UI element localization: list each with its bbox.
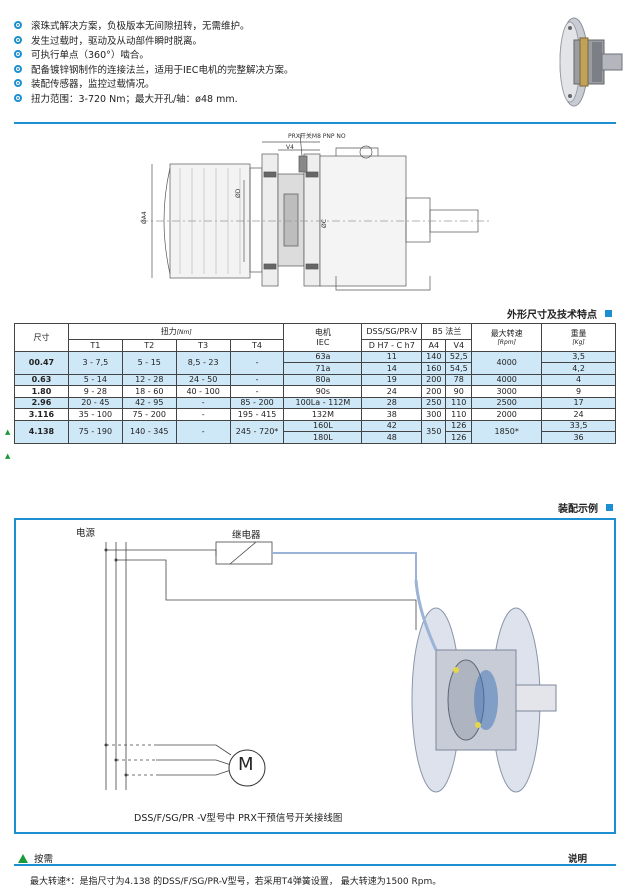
header-weight: 重量[Kg] <box>541 323 616 352</box>
header-b5: B5 法兰 <box>421 323 473 340</box>
header-size: 尺寸 <box>14 323 69 352</box>
bullet-icon <box>14 79 22 88</box>
header-max-speed: 最大转速[Rpm] <box>471 323 543 352</box>
header-dss-sub: D H7 - C h7 <box>361 339 423 352</box>
table-row: 3.116 35 - 100 75 - 200 - 195 - 415 132M… <box>14 408 616 421</box>
bullet-icon <box>14 35 22 44</box>
bullet-icon <box>14 50 22 59</box>
feature-list: 滚珠式解决方案，负极版本无间隙扭转，无需维护。 发生过载时，驱动及从动部件瞬时脱… <box>14 18 514 105</box>
a4-dimension-label: ØA4 <box>141 211 148 224</box>
header-t4: T4 <box>229 339 285 352</box>
wiring-caption: DSS/F/SG/PR -V型号中 PRX干预信号开关接线图 <box>134 813 343 824</box>
motor-label: M <box>238 754 254 775</box>
feature-item: 装配传感器，监控过载情况。 <box>14 76 514 91</box>
header-v4: V4 <box>445 339 473 352</box>
bullet-icon <box>14 64 22 73</box>
table-section-title: 外形尺寸及技术特点 <box>507 306 612 321</box>
table-row: 00.47 3 - 7,5 5 - 15 8,5 - 23 - 63a 11 1… <box>14 350 616 375</box>
coupling-illustration <box>411 579 557 793</box>
feature-item: 扭力范围：3-720 Nm；最大开孔/轴：ø48 mm. <box>14 91 514 106</box>
on-demand-marker-icon: ▲ <box>5 428 11 436</box>
top-divider <box>14 122 616 124</box>
relay-label: 继电器 <box>232 530 261 541</box>
on-demand-legend: 按需 <box>18 851 53 865</box>
c-dimension-label: ØC <box>321 219 328 228</box>
table-row: 180L 48 126 36 <box>14 431 616 444</box>
power-label: 电源 <box>76 528 96 539</box>
assembly-section-title: 装配示例 <box>558 500 613 515</box>
header-torque: 扭力[Nm] <box>67 323 285 340</box>
table-row: 0.63 5 - 14 12 - 28 24 - 50 - 80a 19 200… <box>14 373 616 386</box>
header-a4: A4 <box>421 339 447 352</box>
header-t1: T1 <box>67 339 123 352</box>
max-speed-footnote: 最大转速*：是指尺寸为4.138 的DSS/F/SG/PR-V型号，若采用T4弹… <box>30 877 442 887</box>
on-demand-marker-icon: ▲ <box>5 452 11 460</box>
feature-item: 滚珠式解决方案，负极版本无间隙扭转，无需维护。 <box>14 18 514 33</box>
v4-dimension-label: V4 <box>286 144 294 151</box>
footer-divider <box>14 864 616 866</box>
motor-symbol-icon <box>228 749 266 787</box>
section-square-icon <box>606 504 613 511</box>
bullet-icon <box>14 21 22 30</box>
wiring-schematic <box>104 541 557 793</box>
wiring-diagram: 电源 继电器 M DSS/F/SG/PR -V型号中 PRX干预信号开关接线图 <box>14 518 616 834</box>
feature-item: 可执行单点（360°）啮合。 <box>14 47 514 62</box>
feature-item: 发生过载时，驱动及从动部件瞬时脱离。 <box>14 33 514 48</box>
bullet-icon <box>14 93 22 102</box>
table-row: 2.96 20 - 45 42 - 95 - 85 - 200 100La - … <box>14 396 616 409</box>
notes-title: 说明 <box>568 854 588 865</box>
header-t3: T3 <box>175 339 231 352</box>
feature-item: 配备镀锌钢制作的连接法兰，适用于IEC电机的完整解决方案。 <box>14 62 514 77</box>
header-dss: DSS/SG/PR-V <box>361 323 423 340</box>
coupling-product-photo <box>559 17 623 107</box>
table-row: 1.80 9 - 28 18 - 60 40 - 100 - 90s 24 20… <box>14 385 616 398</box>
triangle-icon <box>18 853 28 863</box>
section-square-icon <box>605 310 612 317</box>
header-t2: T2 <box>121 339 177 352</box>
table-row: 4.138 75 - 190 140 - 345 - 245 - 720* 16… <box>14 419 616 444</box>
prx-switch-label: PRX开关M8 PNP NO <box>288 132 346 140</box>
technical-drawing: PRX开关M8 PNP NO V4 ØA4 ØD ØC <box>140 132 490 291</box>
table-row: 71a 14 160 54,5 4,2 <box>14 362 616 375</box>
d-dimension-label: ØD <box>235 188 242 198</box>
